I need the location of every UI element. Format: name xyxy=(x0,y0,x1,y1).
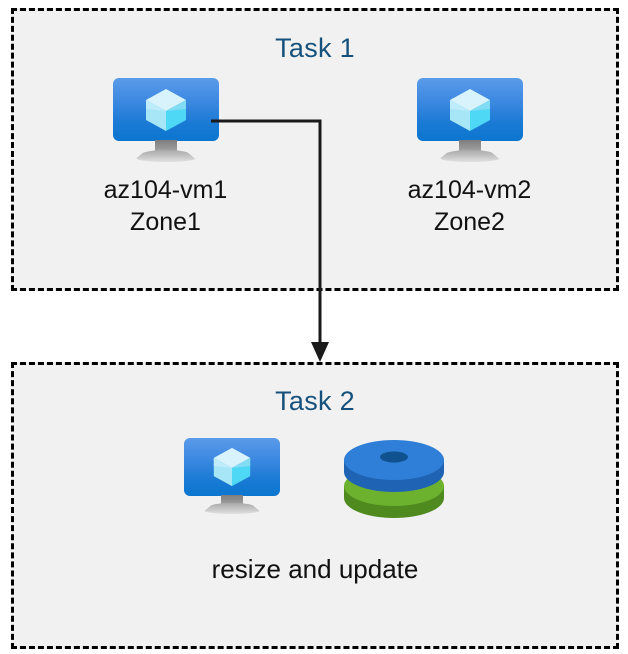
cube-glyph xyxy=(212,446,252,488)
task-1-title: Task 1 xyxy=(275,33,355,63)
monitor-screen xyxy=(112,78,219,141)
task-2-icon-row xyxy=(11,438,619,522)
monitor-screen xyxy=(184,438,280,496)
monitor-base xyxy=(135,150,196,162)
monitor-base xyxy=(439,150,500,162)
task-2-container: Task 2 xyxy=(11,362,619,649)
vm2-zone: Zone2 xyxy=(434,208,505,236)
virtual-machine-icon[interactable] xyxy=(184,438,280,514)
virtual-machine-icon xyxy=(416,78,523,162)
cube-glyph xyxy=(144,87,188,133)
monitor-base xyxy=(204,503,260,514)
cube-glyph xyxy=(448,87,492,133)
vm1-zone: Zone1 xyxy=(130,208,201,236)
vm1-name: az104-vm1 xyxy=(103,176,228,204)
disk-blue xyxy=(344,440,444,492)
monitor-screen xyxy=(416,78,523,141)
vm2-name: az104-vm2 xyxy=(407,176,532,204)
managed-disks-icon[interactable] xyxy=(342,438,446,522)
virtual-machine-icon xyxy=(112,78,219,162)
task-2-content: resize and update xyxy=(11,438,619,585)
task-2-title: Task 2 xyxy=(275,386,355,416)
task-2-caption: resize and update xyxy=(211,554,419,584)
